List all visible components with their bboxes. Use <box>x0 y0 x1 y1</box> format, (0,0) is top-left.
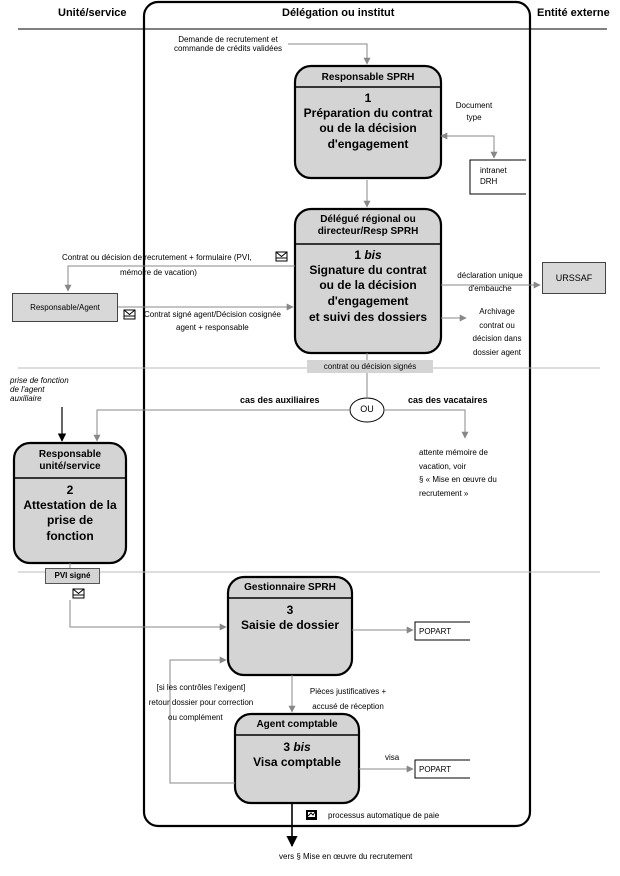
pieces-justificatives-label: Pièces justificatives + accusé de récept… <box>296 684 400 714</box>
archivage-label: Archivage contrat ou décision dans dossi… <box>466 305 528 359</box>
archivage-line: décision dans <box>472 334 522 344</box>
contrat-signes-label: contrat ou décision signés <box>307 360 433 373</box>
box-3-shape <box>226 575 354 677</box>
prise-line: prise de fonction <box>10 376 69 385</box>
box-3-content: 3 Saisie de dossier <box>228 603 352 633</box>
box-1-body-line: Préparation du contrat <box>303 105 433 120</box>
box-2-title-line: unité/service <box>39 460 101 472</box>
box-3-title: Gestionnaire SPRH <box>244 582 336 593</box>
contrat-decision-label-2: mémoire de vacation) <box>120 268 197 277</box>
box-1-body-line: d'engagement <box>327 136 409 151</box>
box-2-body-line: fonction <box>46 528 94 543</box>
demande-line: commande de crédits validées <box>173 44 283 54</box>
box-1-shape <box>293 64 443 180</box>
archivage-line: contrat ou <box>479 320 515 330</box>
box-3bis-shape <box>233 712 361 805</box>
contrat-signe-line: agent + responsable <box>176 323 249 333</box>
declaration-line: déclaration unique <box>457 271 523 280</box>
contrat-signe-label: Contrat signé agent/Décision cosignée ag… <box>144 310 281 332</box>
box-3bis-number: 3 bis <box>235 740 359 755</box>
controles-line: retour dossier pour correction <box>148 698 254 708</box>
box-1bis-body-line: et suivi des dossiers <box>308 309 428 324</box>
box-2-title-line: Responsable <box>38 449 102 460</box>
box-1bis-number-digit: 1 <box>354 248 361 262</box>
box-1bis-body-line: Signature du contrat <box>309 262 427 277</box>
contrat-signe-line: Contrat signé agent/Décision cosignée <box>144 310 281 319</box>
column-header-delegation: Délégation ou institut <box>282 7 395 19</box>
box-3-number: 3 <box>286 603 294 617</box>
box-3bis-number-suffix: bis <box>293 740 311 754</box>
responsable-agent-box: Responsable/Agent <box>12 293 118 322</box>
ou-label: OU <box>360 404 374 414</box>
document-line: type <box>466 113 482 123</box>
intranet-line: intranet <box>480 166 507 175</box>
cas-auxiliaires-label: cas des auxiliaires <box>240 395 320 405</box>
intranet-drh-doc: intranet DRH <box>480 166 507 186</box>
demande-label: Demande de recrutement et commande de cr… <box>168 35 288 53</box>
popart-doc-1: POPART <box>419 626 452 636</box>
prise-line: de l'agent <box>10 385 45 395</box>
box-1bis-body-line: ou de la décision <box>319 278 417 293</box>
attente-line: recrutement » <box>419 488 469 498</box>
box-1-body-line: ou de la décision <box>319 121 417 136</box>
box-2-number: 2 <box>66 483 74 497</box>
cas-vacataires-label: cas des vacataires <box>408 395 488 405</box>
box-1bis-body-line: d'engagement <box>327 293 409 308</box>
column-header-externe: Entité externe <box>537 7 610 19</box>
box-3bis-content: 3 bis Visa comptable <box>235 740 359 770</box>
box-1-content: 1 Préparation du contrat ou de la décisi… <box>295 91 441 153</box>
box-1bis-content: 1 bis Signature du contrat ou de la déci… <box>295 248 441 325</box>
attente-line: vacation, voir <box>419 461 467 471</box>
box-1bis-title-line: Délégué régional ou <box>320 214 416 225</box>
box-1bis-number-suffix: bis <box>364 248 382 262</box>
box-2-title: Responsable unité/service <box>14 449 126 472</box>
declaration-label: déclaration unique d'embauche <box>444 271 536 293</box>
pvi-signe-label: PVI signé <box>45 568 100 584</box>
document-line: Document <box>455 101 493 110</box>
box-3bis-title: Agent comptable <box>256 719 338 730</box>
intranet-line: DRH <box>480 177 498 187</box>
box-3bis-number-digit: 3 <box>283 740 290 754</box>
attente-line: attente mémoire de <box>419 448 488 457</box>
declaration-line: d'embauche <box>468 284 512 294</box>
envelope-icon <box>275 251 288 262</box>
column-header-unite: Unité/service <box>58 7 127 19</box>
controles-line: [si les contrôles l'exigent] <box>156 683 246 692</box>
document-type-label: Document type <box>450 101 498 122</box>
archivage-line: dossier agent <box>472 347 522 357</box>
prise-de-fonction-label: prise de fonction de l'agent auxiliaire <box>10 376 69 404</box>
box-3-body: Saisie de dossier <box>240 617 340 632</box>
visa-label: visa <box>385 753 400 762</box>
envelope-icon <box>123 309 136 320</box>
box-2-body-line: prise de <box>46 513 94 528</box>
box-3bis-body: Visa comptable <box>253 754 341 769</box>
box-1bis-shape <box>293 207 443 355</box>
box-1bis-title-line: directeur/Resp SPRH <box>317 225 419 237</box>
prise-line: auxiliaire <box>10 394 42 404</box>
contrat-decision-label-1: Contrat ou décision de recrutement + for… <box>62 253 252 262</box>
box-2-body-line: Attestation de la <box>23 497 117 512</box>
pieces-line: accusé de réception <box>312 702 384 712</box>
box-2-content: 2 Attestation de la prise de fonction <box>14 483 126 545</box>
box-1bis-title: Délégué régional ou directeur/Resp SPRH <box>295 214 441 237</box>
demande-line: Demande de recrutement et <box>178 35 278 44</box>
urssaf-box: URSSAF <box>542 262 606 294</box>
vers-mise-en-oeuvre-label: vers § Mise en œuvre du recrutement <box>279 852 413 861</box>
computer-icon <box>306 810 317 820</box>
controles-label: [si les contrôles l'exigent] retour doss… <box>142 680 260 726</box>
controles-line: ou complément <box>168 713 223 723</box>
box-1-number: 1 <box>364 91 372 105</box>
delegation-column-frame <box>142 0 532 828</box>
pieces-line: Pièces justificatives + <box>309 687 387 696</box>
processus-paie-label: processus automatique de paie <box>328 811 440 820</box>
box-1-title: Responsable SPRH <box>321 72 415 83</box>
envelope-icon <box>72 588 85 599</box>
archivage-line: Archivage <box>479 307 515 316</box>
attente-memoire-label: attente mémoire de vacation, voir § « Mi… <box>419 446 497 500</box>
popart-doc-2: POPART <box>419 764 452 774</box>
box-1bis-number: 1 bis <box>295 248 441 263</box>
attente-line: § « Mise en œuvre du <box>419 475 497 485</box>
